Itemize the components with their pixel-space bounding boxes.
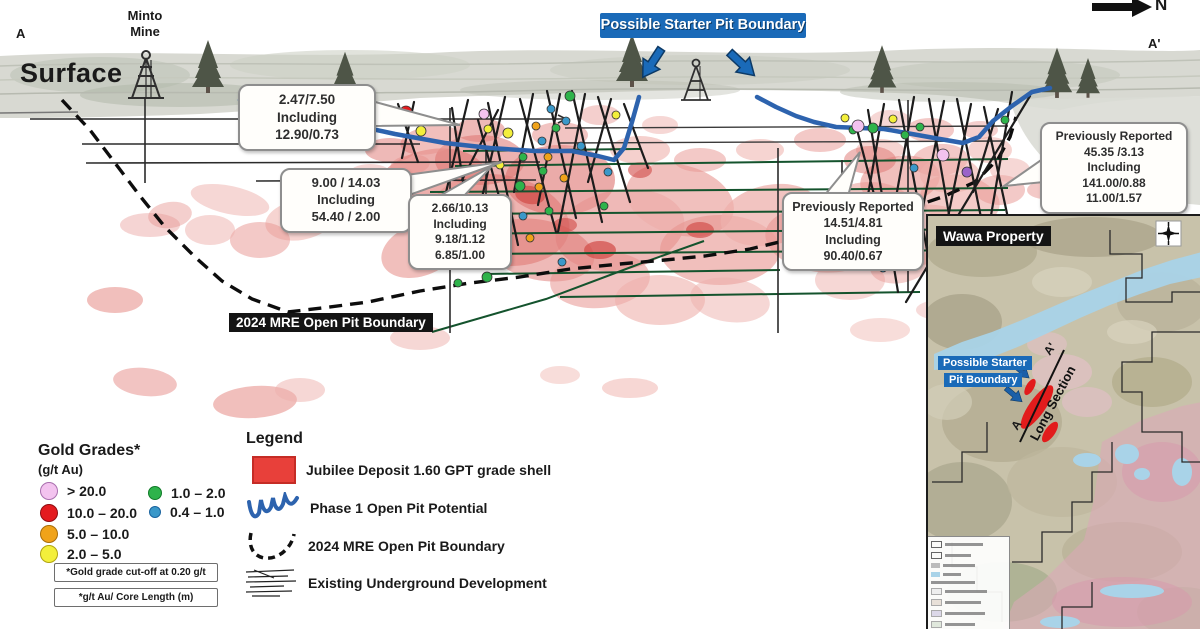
compass-rose-icon xyxy=(1155,220,1182,247)
starter-pit-arrows xyxy=(641,45,756,79)
legend-item-grade-shell: Jubilee Deposit 1.60 GPT grade shell xyxy=(252,456,551,484)
grade-class-label: 0.4 – 1.0 xyxy=(170,504,225,520)
callout-line: Including xyxy=(825,232,881,247)
grade-dot-blue xyxy=(149,506,161,518)
grade-class-row: 5.0 – 10.0 xyxy=(40,525,129,543)
mre-boundary-tag: 2024 MRE Open Pit Boundary xyxy=(229,313,433,332)
units-footnote: *g/t Au/ Core Length (m) xyxy=(54,588,218,607)
legend-item-pit-potential: Phase 1 Open Pit Potential xyxy=(246,492,487,524)
underground-lines-icon xyxy=(245,569,297,597)
legend-item-label: Phase 1 Open Pit Potential xyxy=(310,500,488,516)
grade-class-row: > 20.0 xyxy=(40,482,106,500)
legend-item-label: Existing Underground Development xyxy=(308,575,547,591)
inset-lakes xyxy=(934,252,1200,628)
legend-item-mre-boundary: 2024 MRE Open Pit Boundary xyxy=(246,530,505,562)
callout-line: Including xyxy=(433,216,487,231)
inset-pink-geology xyxy=(1002,332,1200,629)
intercept-callout-5: Previously Reported 45.35 /3.13 Includin… xyxy=(1040,122,1188,214)
callout-line: 12.90/0.73 xyxy=(275,127,339,143)
callout-line: 11.00/1.57 xyxy=(1085,191,1143,206)
inset-starter-label-2: Pit Boundary xyxy=(944,373,1023,387)
legend-item-label: Jubilee Deposit 1.60 GPT grade shell xyxy=(306,462,552,478)
legend-title: Legend xyxy=(246,430,303,447)
callout-line: Previously Reported xyxy=(1055,129,1173,143)
callout-line: Including xyxy=(317,191,375,207)
north-label: N xyxy=(1155,0,1168,14)
grade-class-row: 2.0 – 5.0 xyxy=(40,545,122,563)
gold-grades-title: Gold Grades* xyxy=(38,442,141,459)
starter-pit-headframe-icon xyxy=(681,58,711,101)
cutoff-footnote: *Gold grade cut-off at 0.20 g/t xyxy=(54,563,218,582)
minto-mine-label: Minto Mine xyxy=(127,8,163,40)
intercept-callout-4: Previously Reported 14.51/4.81 Including… xyxy=(782,192,924,271)
callout-pointers xyxy=(367,98,1045,206)
pit-potential-line-icon xyxy=(247,492,299,519)
grade-class-label: 1.0 – 2.0 xyxy=(171,485,226,501)
grade-dot-yellow xyxy=(40,545,58,563)
grade-shell-swatch xyxy=(252,456,296,484)
gold-grades-unit: (g/t Au) xyxy=(38,462,83,477)
intercept-callout-1: 2.47/7.50 Including 12.90/0.73 xyxy=(238,84,376,151)
callout-line: 6.85/1.00 xyxy=(434,247,486,262)
inset-legend-box xyxy=(928,536,1010,629)
legend-item-label: 2024 MRE Open Pit Boundary xyxy=(308,538,505,554)
grade-class-label: 2.0 – 5.0 xyxy=(67,546,122,562)
callout-line: 141.00/0.88 xyxy=(1082,175,1146,190)
grade-class-label: > 20.0 xyxy=(67,483,107,499)
intercept-callout-3: 2.66/10.13 Including 9.18/1.12 6.85/1.00 xyxy=(408,194,512,271)
callout-line: 90.40/0.67 xyxy=(823,248,883,263)
grade-dot-orange xyxy=(40,525,58,543)
grade-dot-pink xyxy=(40,482,58,500)
callout-line: 45.35 /3.13 xyxy=(1083,144,1145,159)
inset-map: Wawa Property Possible Starter Pit Bound… xyxy=(926,214,1200,629)
callout-line: 14.51/4.81 xyxy=(823,216,883,231)
callout-line: 9.18/1.12 xyxy=(434,232,486,247)
legend-item-underground: Existing Underground Development xyxy=(244,566,547,600)
callout-line: Including xyxy=(1087,160,1141,175)
grade-class-label: 10.0 – 20.0 xyxy=(67,505,138,521)
callout-line: 9.00 / 14.03 xyxy=(311,175,381,190)
callout-line: Previously Reported xyxy=(792,200,914,214)
callout-line: 2.66/10.13 xyxy=(431,201,489,215)
mre-pit-boundary-line xyxy=(60,98,1018,314)
grade-class-row: 10.0 – 20.0 xyxy=(40,504,137,522)
grade-class-row: 0.4 – 1.0 xyxy=(149,504,225,520)
starter-pit-banner: Possible Starter Pit Boundary xyxy=(600,13,806,38)
callout-line: Including xyxy=(277,109,337,125)
intercept-callout-2: 9.00 / 14.03 Including 54.40 / 2.00 xyxy=(280,168,412,233)
grade-class-label: 5.0 – 10.0 xyxy=(67,526,130,542)
inset-starter-label-1: Possible Starter xyxy=(938,356,1032,370)
north-arrow-icon xyxy=(1092,0,1152,17)
grade-dot-green xyxy=(148,486,162,500)
grade-class-row: 1.0 – 2.0 xyxy=(148,485,226,501)
mre-boundary-line-icon xyxy=(248,532,296,560)
minto-headframe-icon xyxy=(128,50,164,99)
section-marker-a-prime: A' xyxy=(1148,36,1161,51)
grade-dot-red xyxy=(40,504,58,522)
section-marker-a: A xyxy=(16,26,26,41)
inset-title: Wawa Property xyxy=(936,226,1051,246)
callout-line: 2.47/7.50 xyxy=(278,92,336,107)
inset-section-line xyxy=(1019,349,1065,443)
surface-label: Surface xyxy=(20,58,123,88)
callout-line: 54.40 / 2.00 xyxy=(311,208,381,224)
